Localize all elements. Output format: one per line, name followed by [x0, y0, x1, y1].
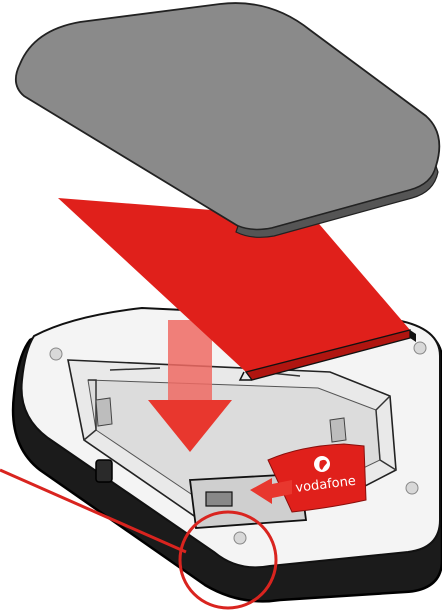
battery-contacts-2: [96, 398, 112, 426]
battery-contacts: [330, 418, 346, 442]
screw-hole-top-left: [50, 348, 62, 360]
side-button: [96, 460, 112, 482]
screw-hole-bottom-right: [406, 482, 418, 494]
sim-slot-latch: [206, 492, 232, 506]
screw-hole-bottom-left: [234, 532, 246, 544]
back-cover-top-face: [16, 3, 440, 230]
screw-hole-top-right: [414, 342, 426, 354]
